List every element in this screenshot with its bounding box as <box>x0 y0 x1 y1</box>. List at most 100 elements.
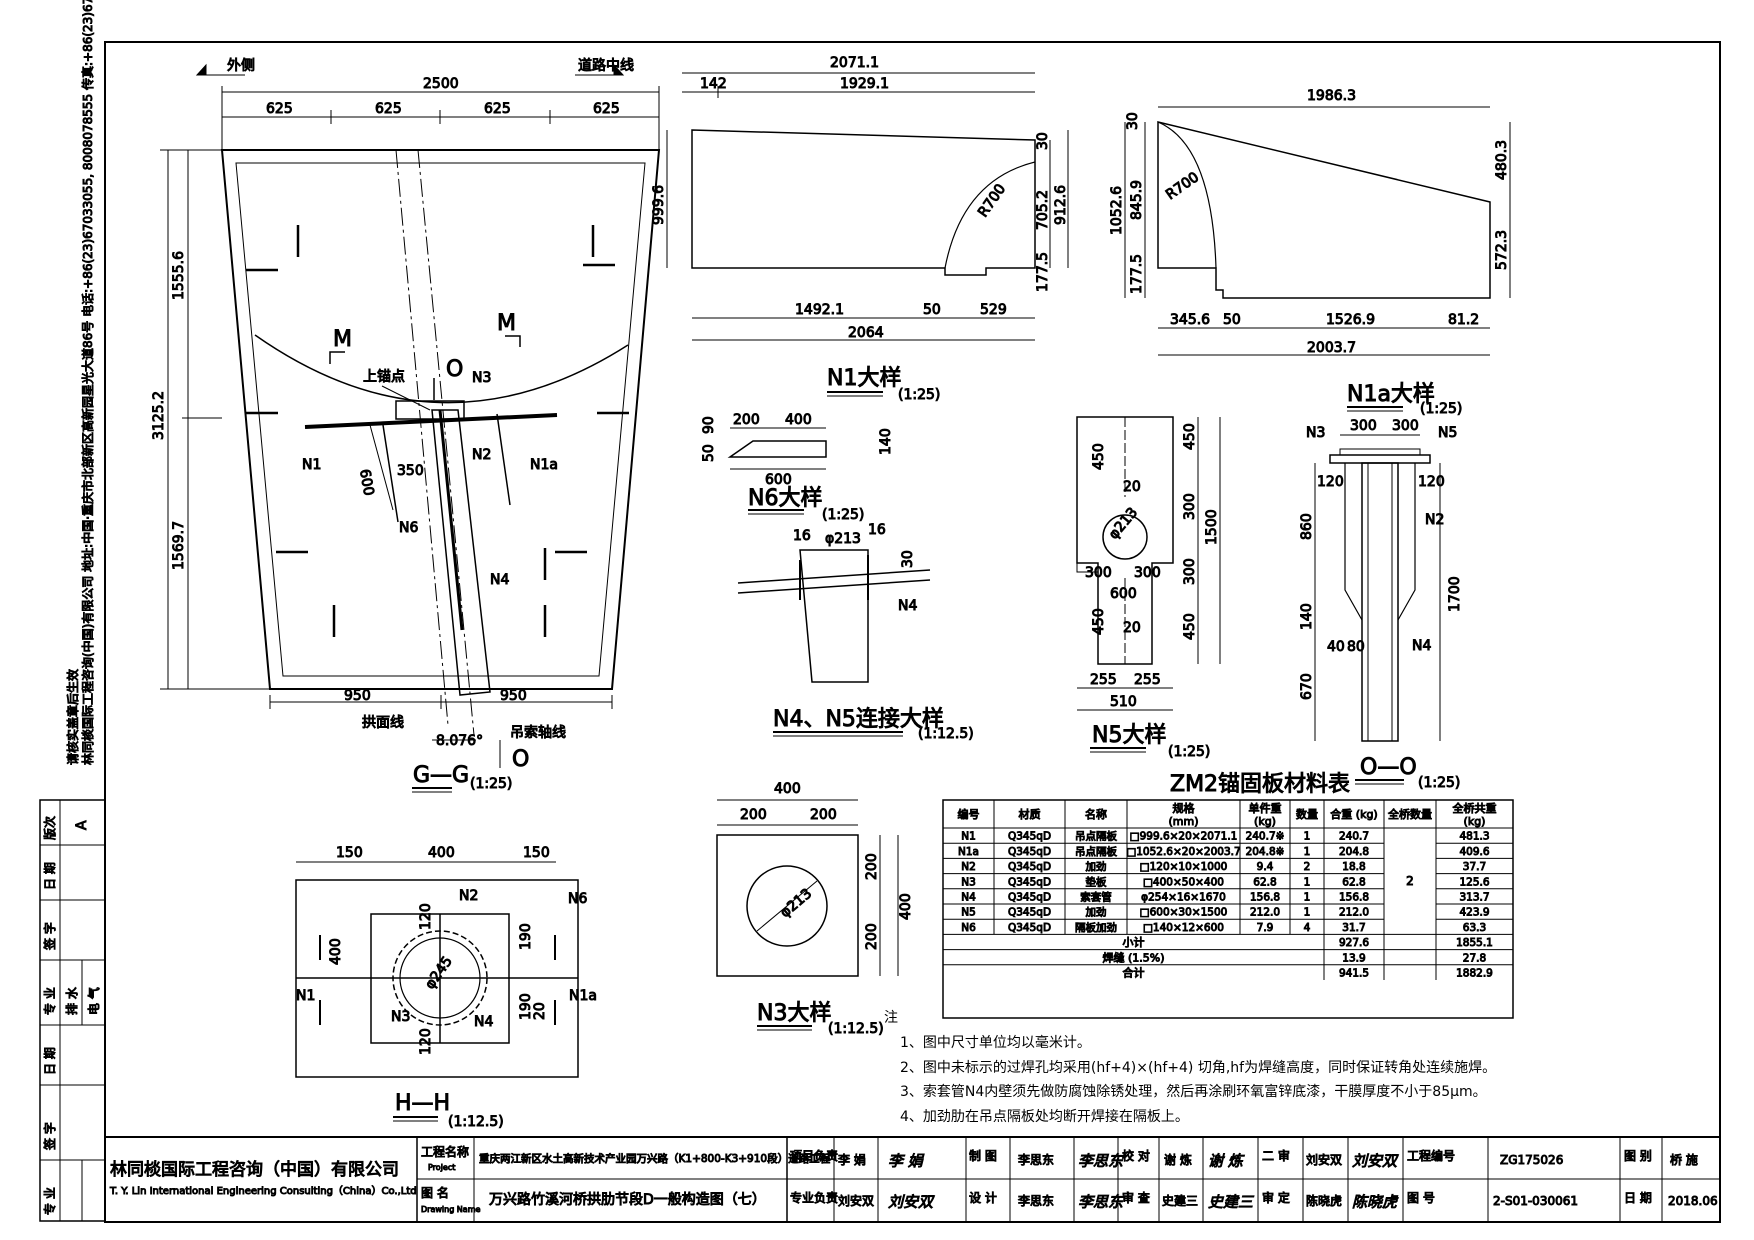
gg-label-N4: N4 <box>490 572 509 588</box>
table-cell: Q345qD <box>1008 907 1051 919</box>
n3-view: 400 200 200 φ213 200 200 400 N3大样 (1:12.… <box>717 781 915 1038</box>
dim-n1a-1052: 1052.6 <box>1109 186 1125 235</box>
n3-title: N3大样 <box>757 1001 831 1026</box>
oo-n3-plate <box>1330 455 1430 463</box>
review-signature: 史建三 <box>1208 1193 1254 1211</box>
hh-label-N1: N1 <box>296 988 315 1004</box>
dim-n1a-480: 480.3 <box>1494 140 1510 180</box>
angle-label: 8.076° <box>436 733 483 749</box>
dim-n5-450b: 450 <box>1091 608 1107 635</box>
dim-n45-16a: 16 <box>793 528 811 544</box>
table-cell: 1 <box>1304 892 1311 904</box>
approve-label: 审 定 <box>1262 1190 1290 1205</box>
dim-hh-190b: 190 <box>518 993 534 1020</box>
table-cell: □999.6×20×2071.1 <box>1130 831 1238 843</box>
table-cell: 212.0 <box>1250 907 1280 919</box>
table-header-5: 数量 <box>1296 808 1318 821</box>
n1-view: 2071.1 142 1929.1 R700 999.6 30 705.2 91… <box>651 55 1070 404</box>
dim-n5-300b: 300 <box>1134 565 1161 581</box>
design-signature: 李思东 <box>1078 1193 1125 1211</box>
n5-scale: (1:25) <box>1168 744 1210 760</box>
dim-n5-20a: 20 <box>1123 479 1141 495</box>
dim-n5-phi213: φ213 <box>1106 505 1141 543</box>
dim-gg-950-b: 950 <box>500 688 527 704</box>
arch-face-line <box>396 150 448 725</box>
table-cell: 隔板加劲 <box>1075 921 1117 934</box>
table-header-6: 合重 (kg) <box>1330 807 1377 821</box>
table-header-4-unit: (kg) <box>1254 815 1276 828</box>
oo-title: O—O <box>1360 755 1417 780</box>
dim-n1-142: 142 <box>700 76 727 92</box>
n1a-outline <box>1158 122 1490 298</box>
n5-title: N5大样 <box>1092 723 1166 748</box>
n6-view: 200 400 600 50 90 140 N6大样 (1:25) <box>701 412 895 524</box>
gg-scale: (1:25) <box>470 776 512 792</box>
table-header-7: 全桥数量 <box>1388 807 1432 821</box>
dim-hh-400v: 400 <box>328 938 344 965</box>
table-cell: 1 <box>1304 876 1311 888</box>
design-name: 李思东 <box>1018 1193 1054 1208</box>
table-cell: □400×50×400 <box>1143 876 1224 888</box>
dim-n5-600: 600 <box>1110 586 1137 602</box>
n1a-title: N1a大样 <box>1347 382 1435 407</box>
dim-n1-912: 912.6 <box>1053 185 1069 225</box>
table-cell: 加劲 <box>1086 861 1107 873</box>
table-sum-label: 合计 <box>1123 966 1145 980</box>
table-weld-label: 焊缝 (1.5%) <box>1102 950 1164 964</box>
table-cell: □1052.6×20×2003.7 <box>1126 846 1240 858</box>
dim-n1-705: 705.2 <box>1035 190 1051 230</box>
n45-label-N4: N4 <box>898 598 917 614</box>
dim-oo-120a: 120 <box>1317 474 1344 490</box>
table-cell: φ254×16×1670 <box>1141 892 1226 904</box>
table-cell: 240.7 <box>1339 831 1369 843</box>
n1-title: N1大样 <box>827 366 901 391</box>
oo-view: N1a大样 (1:25) 300 300 120 120 N3 N5 N2 N4… <box>1299 382 1464 792</box>
strip-discipline-2: 专 业 <box>42 1187 57 1215</box>
dim-hh-phi245: φ245 <box>422 954 456 993</box>
outer-side-label: 外侧 <box>227 58 255 74</box>
table-cell: 18.8 <box>1342 861 1365 873</box>
table-cell: Q345qD <box>1008 876 1051 888</box>
dim-oo-300a: 300 <box>1350 418 1377 434</box>
spec-name: 刘安双 <box>838 1193 874 1208</box>
dim-n3-400v: 400 <box>898 893 914 920</box>
company-name-cn: 林同棪国际工程咨询（中国）有限公司 <box>110 1160 399 1180</box>
dim-n5-r300a: 300 <box>1182 493 1198 520</box>
project-no-label: 工程编号 <box>1407 1148 1455 1163</box>
dim-n1a-r700: R700 <box>1163 169 1202 203</box>
dim-n1-529: 529 <box>980 302 1007 318</box>
table-header-1: 材质 <box>1019 807 1041 821</box>
dim-n3-200v-a: 200 <box>864 853 880 880</box>
dim-gg-625-3: 625 <box>484 101 511 117</box>
table-cell: 313.7 <box>1459 892 1489 904</box>
spec-label: 专业负责 <box>790 1190 838 1205</box>
dim-n1-999: 999.6 <box>651 185 667 225</box>
dim-oo-140: 140 <box>1299 603 1315 630</box>
n3-hole <box>747 866 827 946</box>
dim-oo-860: 860 <box>1299 513 1315 540</box>
dim-n3-400: 400 <box>774 781 801 797</box>
dim-hh-150b: 150 <box>523 845 550 861</box>
table-cell: N3 <box>961 876 976 888</box>
strip-discipline-electric: 电 气 <box>86 987 101 1015</box>
dim-n1-50: 50 <box>923 302 941 318</box>
dim-n6-140: 140 <box>878 428 894 455</box>
hh-label-N6: N6 <box>568 891 587 907</box>
table-cell: 481.3 <box>1459 831 1489 843</box>
dim-oo-80: 80 <box>1347 639 1365 655</box>
table-cell: 212.0 <box>1339 907 1369 919</box>
approve-name: 陈晓虎 <box>1306 1193 1342 1208</box>
n1a-view: 1986.3 30 R700 1052.6 845.9 177.5 480.3 … <box>1109 88 1511 357</box>
dim-n1a-177: 177.5 <box>1129 254 1145 294</box>
n5-view: 450 20 φ213 300 300 600 20 450 255 255 5… <box>1077 417 1221 761</box>
dim-n3-200v-b: 200 <box>864 923 880 950</box>
dim-hh-20: 20 <box>532 1002 548 1020</box>
table-weld-weight: 13.9 <box>1342 952 1365 964</box>
drawing-no-label: 图 号 <box>1407 1191 1435 1205</box>
table-header-3: 规格 <box>1173 801 1195 815</box>
dim-n6-600: 600 <box>765 472 792 488</box>
review-name: 史建三 <box>1162 1194 1198 1208</box>
table-cell: □120×10×1000 <box>1140 861 1228 873</box>
table-subtotal-total: 1855.1 <box>1456 937 1493 949</box>
n6-scale: (1:25) <box>822 507 864 523</box>
